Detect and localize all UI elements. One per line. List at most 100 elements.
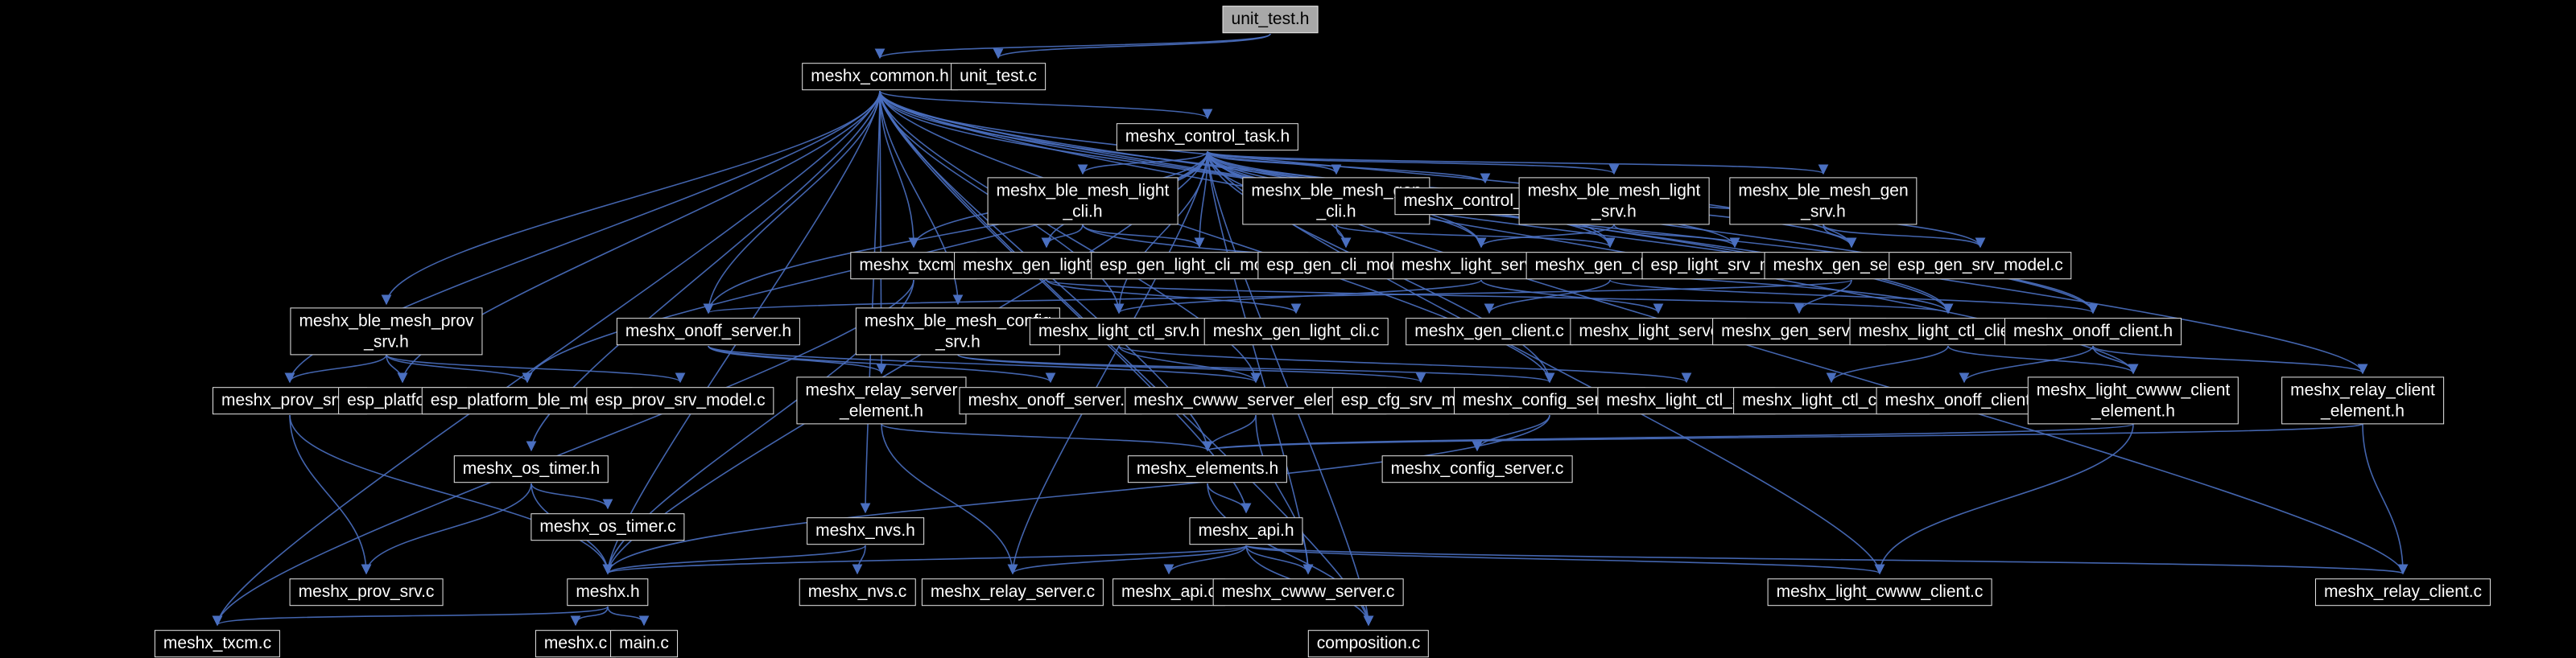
graph-edge xyxy=(289,414,372,575)
graph-node-meshx-onoff-server-h[interactable]: meshx_onoff_server.h xyxy=(616,318,801,345)
graph-node-meshx-onoff-client-h[interactable]: meshx_onoff_client.h xyxy=(2004,318,2182,345)
graph-edge xyxy=(1255,414,1314,575)
graph-node-esp-prov-srv-model-c[interactable]: esp_prov_srv_model.c xyxy=(586,387,774,414)
graph-node-meshx-light-cwww-client-element-h[interactable]: meshx_light_cwww_client _element.h xyxy=(2027,376,2240,425)
graph-edge xyxy=(879,90,1555,384)
graph-edge xyxy=(1203,423,2134,452)
graph-node-meshx-api-h[interactable]: meshx_api.h xyxy=(1189,517,1303,545)
graph-edge xyxy=(704,279,1852,315)
graph-node-esp-gen-srv-model-c[interactable]: esp_gen_srv_model.c xyxy=(1889,252,2072,279)
graph-node-meshx-ble-mesh-prov-srv-h[interactable]: meshx_ble_mesh_prov _srv.h xyxy=(290,307,483,356)
graph-edge xyxy=(1472,414,1550,452)
graph-node-meshx-config-server-c[interactable]: meshx_config_server.c xyxy=(1381,455,1573,483)
graph-edge xyxy=(1335,224,1616,249)
graph-edge xyxy=(1118,345,1691,384)
graph-edge xyxy=(703,90,881,315)
graph-edge xyxy=(1245,545,1885,575)
graph-edge xyxy=(381,90,881,306)
graph-node-meshx-nvs-c[interactable]: meshx_nvs.c xyxy=(799,578,916,606)
graph-edge xyxy=(1007,545,1247,575)
graph-node-meshx-relay-client-c[interactable]: meshx_relay_client.c xyxy=(2314,578,2491,606)
graph-edge xyxy=(289,414,613,575)
graph-node-meshx-api-c[interactable]: meshx_api.c xyxy=(1113,578,1225,606)
graph-node-meshx-h[interactable]: meshx.h xyxy=(567,578,649,606)
graph-edge xyxy=(708,345,887,375)
graph-edge xyxy=(852,545,866,575)
graph-node-meshx-os-timer-h[interactable]: meshx_os_timer.h xyxy=(453,455,609,483)
graph-node-meshx-control-task-h[interactable]: meshx_control_task.h xyxy=(1116,123,1299,150)
graph-edge xyxy=(212,90,881,627)
graph-node-meshx-gen-light-cli-c[interactable]: meshx_gen_light_cli.c xyxy=(1203,318,1389,345)
graph-edge xyxy=(879,90,1261,384)
graph-edge xyxy=(993,33,1271,60)
graph-node-meshx-relay-client-element-h[interactable]: meshx_relay_client _element.h xyxy=(2281,376,2444,425)
graph-node-meshx-c[interactable]: meshx.c xyxy=(535,630,617,657)
graph-node-meshx-onoff-server-c[interactable]: meshx_onoff_server.c xyxy=(959,387,1142,414)
graph-node-meshx-cwww-server-c[interactable]: meshx_cwww_server.c xyxy=(1212,578,1404,606)
graph-edge xyxy=(1207,150,1954,315)
graph-edge xyxy=(860,90,881,514)
graph-edge xyxy=(1113,150,1208,315)
graph-node-meshx-onoff-client-c[interactable]: meshx_onoff_client.c xyxy=(1876,387,2053,414)
graph-edge xyxy=(212,606,609,627)
graph-node-meshx-os-timer-c[interactable]: meshx_os_timer.c xyxy=(530,513,685,541)
graph-edge xyxy=(1118,345,1261,384)
graph-edge xyxy=(708,345,1261,384)
graph-edge xyxy=(1959,345,2094,384)
graph-node-meshx-elements-h[interactable]: meshx_elements.h xyxy=(1127,455,1288,483)
graph-node-meshx-ble-mesh-gen-srv-h[interactable]: meshx_ble_mesh_gen _srv.h xyxy=(1729,177,1918,225)
graph-edge xyxy=(879,90,1487,249)
graph-edge xyxy=(284,354,387,384)
graph-edge xyxy=(1007,150,1208,575)
graph-node-meshx-prov-srv-c[interactable]: meshx_prov_srv.c xyxy=(289,578,444,606)
graph-edge xyxy=(957,354,1554,384)
graph-node-meshx-ble-mesh-config-srv-h[interactable]: meshx_ble_mesh_config _srv.h xyxy=(855,307,1061,356)
graph-edge xyxy=(1484,279,1611,315)
graph-node-meshx-light-server-c[interactable]: meshx_light_server.c xyxy=(1570,318,1747,345)
graph-edge xyxy=(1874,423,2134,575)
graph-edge xyxy=(386,354,686,384)
graph-edge xyxy=(879,90,919,249)
graph-node-meshx-ble-mesh-light-cli-h[interactable]: meshx_ble_mesh_light _cli.h xyxy=(987,177,1179,225)
graph-edge xyxy=(1613,224,1740,249)
graph-edge xyxy=(881,423,1018,575)
graph-node-main-c[interactable]: main.c xyxy=(610,630,678,657)
graph-node-unit-test-c[interactable]: unit_test.c xyxy=(951,63,1046,90)
graph-node-meshx-light-ctl-srv-h[interactable]: meshx_light_ctl_srv.h xyxy=(1029,318,1209,345)
graph-edge xyxy=(1245,545,1314,575)
graph-edge xyxy=(874,33,1271,60)
graph-edge xyxy=(1947,345,2139,375)
graph-edge xyxy=(530,483,613,510)
graph-node-composition-c[interactable]: composition.c xyxy=(1307,630,1430,657)
graph-edge xyxy=(1046,279,1953,315)
graph-edge xyxy=(602,545,866,575)
graph-node-meshx-common-h[interactable]: meshx_common.h xyxy=(802,63,958,90)
graph-node-meshx-nvs-h[interactable]: meshx_nvs.h xyxy=(807,517,924,545)
graph-edge xyxy=(2092,345,2368,375)
graph-edge xyxy=(1207,150,1620,175)
graph-edge xyxy=(1041,224,1084,249)
graph-edge xyxy=(1077,150,1208,175)
graph-node-meshx-ble-mesh-light-srv-h[interactable]: meshx_ble_mesh_light _srv.h xyxy=(1518,177,1710,225)
graph-edge xyxy=(1476,224,1615,249)
graph-edge xyxy=(1609,279,2099,315)
graph-edge xyxy=(1823,224,1857,249)
graph-edge xyxy=(1335,224,1352,249)
graph-edge xyxy=(1163,545,1247,575)
graph-node-meshx-relay-server-element-h[interactable]: meshx_relay_server _element.h xyxy=(796,376,967,425)
graph-node-meshx-gen-client-c[interactable]: meshx_gen_client.c xyxy=(1406,318,1573,345)
graph-node-unit-test-h[interactable]: unit_test.h xyxy=(1222,6,1319,33)
graph-edge xyxy=(570,606,609,627)
graph-edge xyxy=(2362,423,2409,575)
graph-edge xyxy=(602,414,1550,575)
graph-node-meshx-relay-server-c[interactable]: meshx_relay_server.c xyxy=(921,578,1104,606)
graph-edge xyxy=(603,545,1247,575)
graph-node-meshx-light-cwww-client-c[interactable]: meshx_light_cwww_client.c xyxy=(1767,578,1992,606)
graph-edge xyxy=(2092,345,2139,375)
graph-edge xyxy=(1823,224,1986,249)
graph-node-meshx-txcm-c[interactable]: meshx_txcm.c xyxy=(154,630,281,657)
graph-edge xyxy=(1480,279,1664,315)
graph-edge xyxy=(879,90,1213,120)
graph-edge xyxy=(1082,224,1205,249)
